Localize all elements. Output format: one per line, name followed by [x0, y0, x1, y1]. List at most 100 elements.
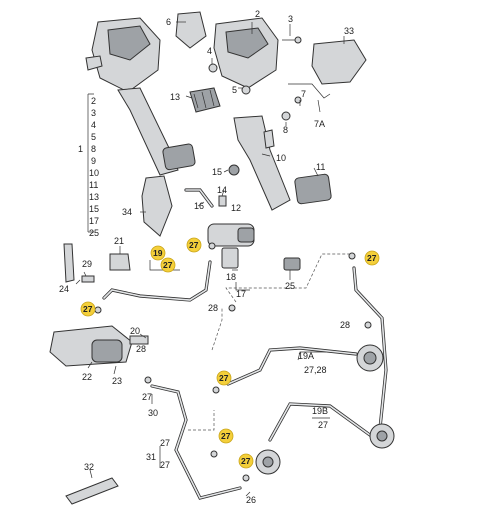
bracket-24 [63, 243, 75, 283]
list-25: 25 [89, 228, 99, 238]
label-31: 31 [146, 452, 156, 462]
label-24: 24 [59, 284, 69, 294]
dashed-guides [188, 253, 352, 431]
svg-text:27: 27 [221, 431, 231, 441]
label-20: 20 [130, 326, 140, 336]
label-2-top: 2 [255, 9, 260, 19]
pipe-19b [268, 402, 376, 442]
list-11: 11 [89, 180, 98, 190]
list-13: 13 [89, 192, 99, 202]
label-22: 22 [82, 372, 92, 382]
list-15: 15 [89, 204, 99, 214]
label-28-right: 28 [340, 320, 350, 330]
label-26: 26 [246, 495, 256, 505]
callout-27-c: 27 [364, 250, 380, 266]
callout-27-e: 27 [216, 370, 232, 386]
label-34: 34 [122, 207, 132, 217]
label-10-top: 10 [276, 153, 286, 163]
label-15-top: 15 [212, 167, 222, 177]
list-2: 2 [91, 96, 96, 106]
gasket-6 [175, 11, 207, 49]
list-9: 9 [91, 156, 96, 166]
list-5: 5 [91, 132, 96, 142]
label-13-top: 13 [170, 92, 180, 102]
concentric-slave-bottom [255, 449, 281, 475]
pipe-right [352, 266, 388, 430]
label-21: 21 [114, 236, 124, 246]
list-10: 10 [89, 168, 99, 178]
sensor-25 [283, 257, 301, 271]
nut-4 [208, 63, 218, 73]
bolt-3 [282, 36, 302, 44]
label-16: 16 [194, 201, 204, 211]
callout-27-f: 27 [218, 428, 234, 444]
label-17: 17 [236, 289, 246, 299]
pipe-19a [226, 346, 358, 386]
master-cylinder-17 [207, 223, 255, 269]
svg-text:27: 27 [367, 253, 377, 263]
bolt-14 [218, 195, 227, 207]
label-28-left: 28 [208, 303, 218, 313]
highlighted-callouts: 19 27 27 27 27 27 27 27 [80, 237, 380, 469]
label-28-mid: 28 [136, 344, 146, 354]
label-19a: 19A [298, 351, 314, 361]
label-25: 25 [285, 281, 295, 291]
label-6: 6 [166, 17, 171, 27]
svg-text:27: 27 [219, 373, 229, 383]
nut-5 [241, 85, 251, 95]
label-11-top: 11 [316, 162, 325, 172]
bushing-8 [281, 111, 291, 121]
label-4-top: 4 [207, 46, 212, 56]
shield-34 [141, 175, 173, 237]
label-14: 14 [217, 185, 227, 195]
part-labels: 6 2 3 33 4 5 13 7 8 7A 10 11 15 14 16 34… [59, 9, 354, 505]
clip-21 [109, 253, 131, 271]
label-7: 7 [301, 89, 306, 99]
clip-7a [288, 83, 331, 99]
list-3: 3 [91, 108, 96, 118]
list-17: 17 [89, 216, 99, 226]
label-30: 30 [148, 408, 158, 418]
leader-lines [75, 21, 345, 497]
label-12: 12 [231, 203, 241, 213]
label-5-top: 5 [232, 85, 237, 95]
label-19b: 19B [312, 406, 328, 416]
bushing-7 [294, 96, 302, 104]
label-29: 29 [82, 259, 92, 269]
concentric-slave-lower [369, 423, 395, 449]
o-rings [94, 242, 372, 482]
pedal-bracket-left [85, 17, 196, 176]
callout-27-g: 27 [238, 453, 254, 469]
label-18: 18 [226, 272, 236, 282]
label-27-28: 27,28 [304, 365, 327, 375]
slave-cylinder-20 [49, 325, 149, 367]
hose-16 [184, 188, 214, 208]
svg-text:27: 27 [189, 240, 199, 250]
pipe-31 [150, 384, 242, 500]
svg-text:27: 27 [163, 260, 173, 270]
label-27-plain-c: 27 [160, 438, 170, 448]
grease-tube-32 [65, 477, 119, 505]
callout-27-b: 27 [186, 237, 202, 253]
bolt-29 [81, 275, 95, 283]
label-7a: 7A [314, 119, 325, 129]
label-3-top: 3 [288, 14, 293, 24]
list-8: 8 [91, 144, 96, 154]
label-33: 33 [344, 26, 354, 36]
spring-13 [189, 87, 221, 113]
label-27-plain-a: 27 [142, 392, 152, 402]
cap-15 [228, 164, 240, 176]
svg-text:27: 27 [83, 304, 93, 314]
svg-text:27: 27 [241, 456, 251, 466]
list-4: 4 [91, 120, 96, 130]
pedal-bracket-right [213, 17, 332, 211]
label-1: 1 [78, 144, 83, 154]
label-32: 32 [84, 462, 94, 472]
callout-27-a: 27 [160, 257, 176, 273]
svg-text:19: 19 [153, 248, 163, 258]
callout-19: 19 [150, 245, 166, 261]
label-8-top: 8 [283, 125, 288, 135]
bracket-33 [311, 39, 367, 85]
label-23: 23 [112, 376, 122, 386]
